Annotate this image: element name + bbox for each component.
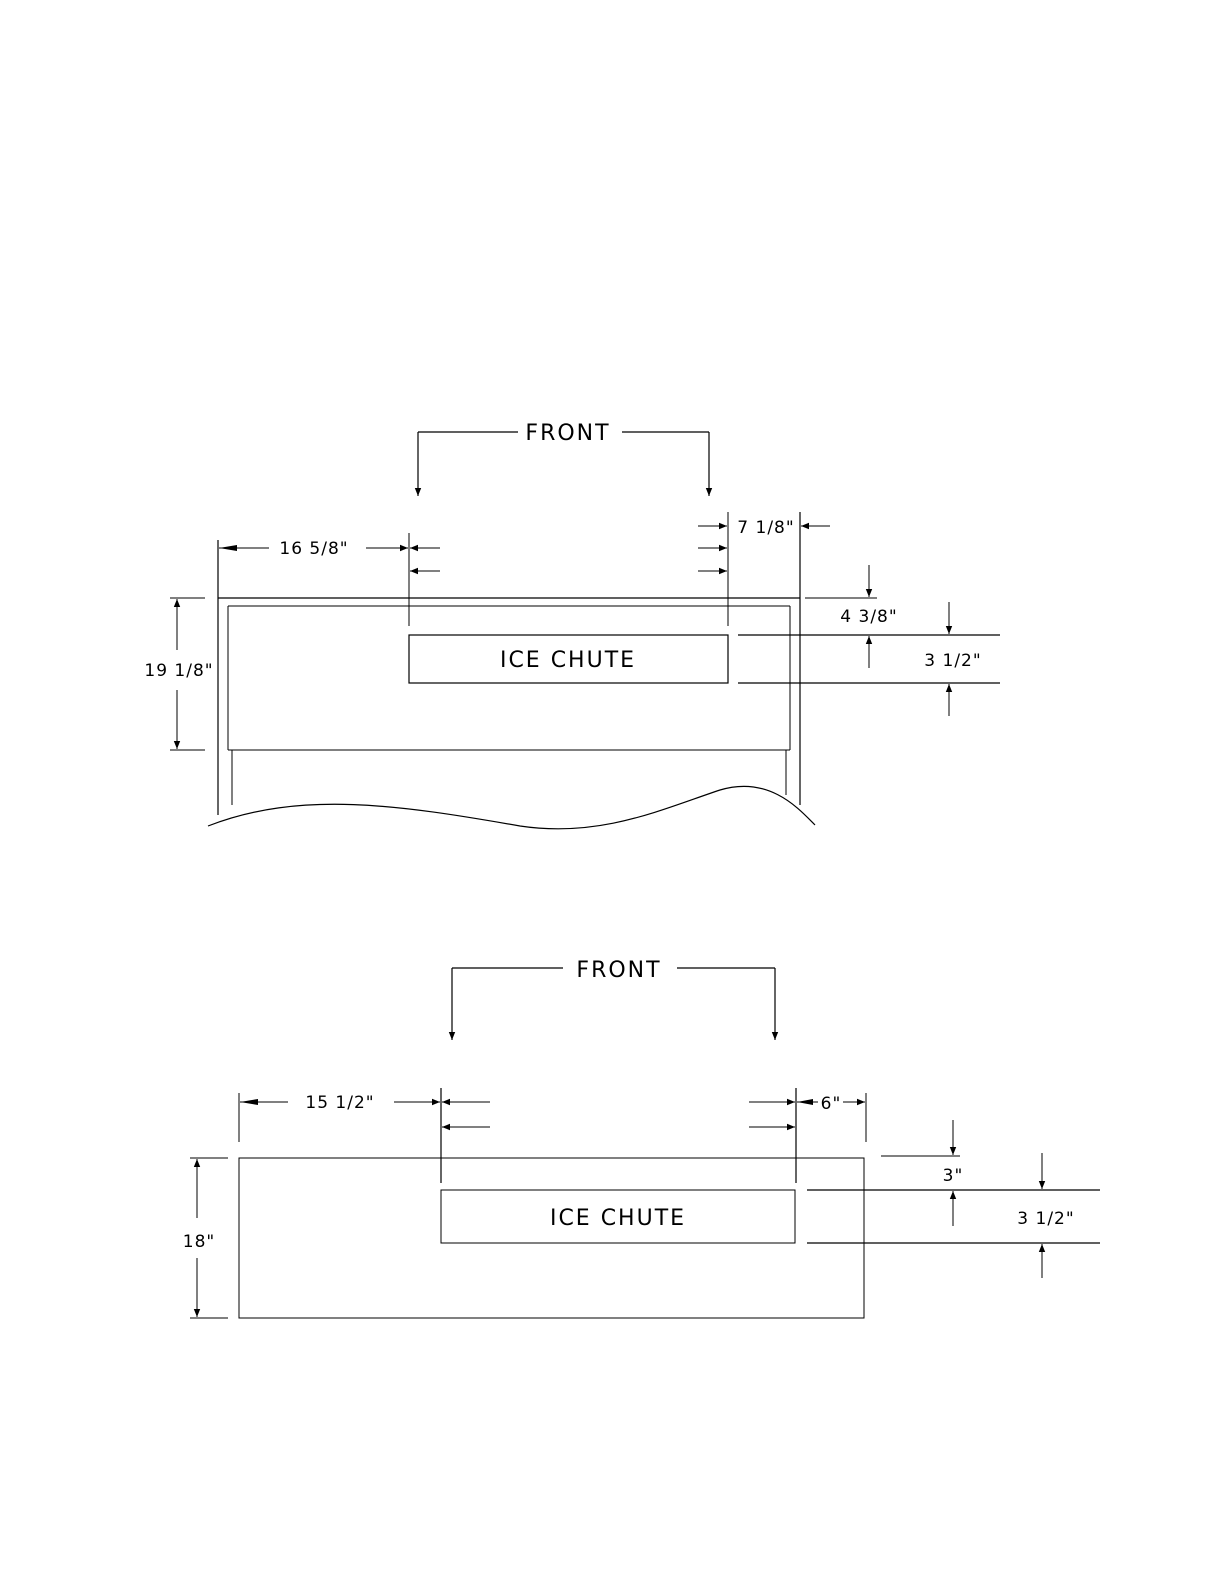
front-offset-text-2: 3"	[943, 1166, 964, 1186]
left-offset-text-2: 15 1/2"	[305, 1093, 374, 1113]
front-label-2: FRONT	[576, 958, 661, 983]
diagram-2: FRONT ICE CHUTE 15 1/2"	[183, 958, 1100, 1318]
dim-right-offset-1: 7 1/8"	[698, 512, 830, 626]
right-offset-text-2: 6"	[821, 1094, 842, 1114]
left-offset-text-1: 16 5/8"	[279, 539, 348, 559]
front-indicator-1: FRONT	[418, 421, 709, 496]
ice-chute-2: ICE CHUTE	[441, 1190, 795, 1243]
front-label-1: FRONT	[525, 421, 610, 446]
dim-left-offset-2: 15 1/2"	[240, 1088, 490, 1183]
dim-left-offset-1: 16 5/8"	[219, 533, 440, 626]
dim-right-offset-2: 6"	[749, 1088, 865, 1183]
chute-depth-text-2: 3 1/2"	[1017, 1209, 1074, 1229]
front-offset-text-1: 4 3/8"	[840, 607, 897, 627]
dim-right-stack-1: 4 3/8" 3 1/2"	[738, 565, 1000, 716]
ice-chute-label-2: ICE CHUTE	[550, 1206, 686, 1231]
front-indicator-2: FRONT	[452, 958, 775, 1040]
right-offset-text-1: 7 1/8"	[737, 518, 794, 538]
diagram-1: FRONT ICE CHUTE	[144, 421, 1000, 829]
dim-right-stack-2: 3" 3 1/2"	[807, 1120, 1100, 1278]
ice-chute-label-1: ICE CHUTE	[500, 648, 636, 673]
ice-chute-1: ICE CHUTE	[409, 635, 728, 683]
chute-depth-text-1: 3 1/2"	[924, 651, 981, 671]
depth-text-2: 18"	[183, 1232, 215, 1252]
depth-text-1: 19 1/8"	[144, 661, 213, 681]
dim-depth-2: 18"	[183, 1158, 228, 1318]
dim-depth-1: 19 1/8"	[144, 598, 213, 750]
